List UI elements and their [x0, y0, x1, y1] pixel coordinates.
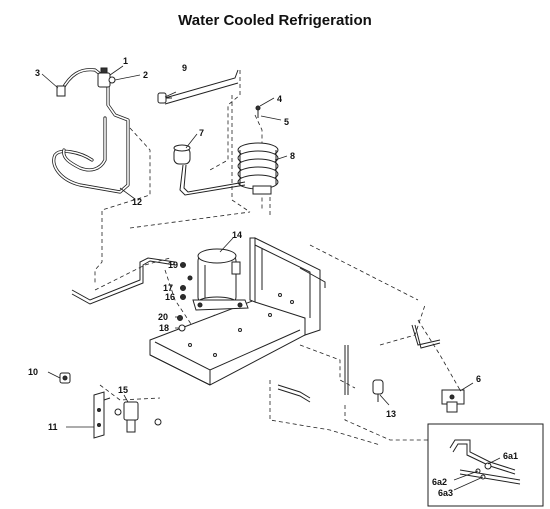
mounting-bracket-11	[93, 391, 111, 439]
detail-inset-6a	[427, 423, 544, 507]
callout-15: 15	[118, 385, 128, 395]
callout-6a3: 6a3	[438, 488, 453, 498]
condenser-coil	[237, 142, 279, 195]
diagram-title: Water Cooled Refrigeration	[178, 12, 372, 29]
filter-drier	[173, 144, 191, 165]
water-valve-6	[441, 389, 465, 413]
callout-19: 19	[168, 260, 178, 270]
callout-4: 4	[277, 94, 282, 104]
callout-10: 10	[28, 367, 38, 377]
refrigerant-tubing	[52, 68, 441, 403]
callout-12: 12	[132, 197, 142, 207]
fitting-3	[56, 85, 66, 97]
callout-5: 5	[284, 117, 289, 127]
callout-leader-lines	[41, 65, 501, 491]
fitting-9	[157, 92, 172, 104]
valve-assembly	[97, 67, 116, 88]
callout-6: 6	[476, 374, 481, 384]
callout-9: 9	[182, 63, 187, 73]
callout-17: 17	[163, 283, 173, 293]
callout-7: 7	[199, 128, 204, 138]
compressor	[192, 248, 249, 311]
pressure-switch-15	[114, 401, 162, 433]
callout-14: 14	[232, 230, 242, 240]
callout-labels: 1 2 3 4 5 6 7 8 9 10 11 12 13 14 15 16 1…	[28, 56, 518, 498]
callout-6a2: 6a2	[432, 477, 447, 487]
callout-11: 11	[48, 422, 58, 432]
base-frame	[149, 237, 326, 386]
part-10	[59, 372, 71, 384]
callout-20: 20	[158, 312, 168, 322]
callout-1: 1	[123, 56, 128, 66]
screw-4-5	[255, 105, 261, 118]
callout-18: 18	[159, 323, 169, 333]
callout-13: 13	[386, 409, 396, 419]
valve-13	[372, 379, 384, 402]
callout-16: 16	[165, 292, 175, 302]
callout-3: 3	[35, 68, 40, 78]
callout-8: 8	[290, 151, 295, 161]
callout-2: 2	[143, 70, 148, 80]
callout-6a1: 6a1	[503, 451, 518, 461]
